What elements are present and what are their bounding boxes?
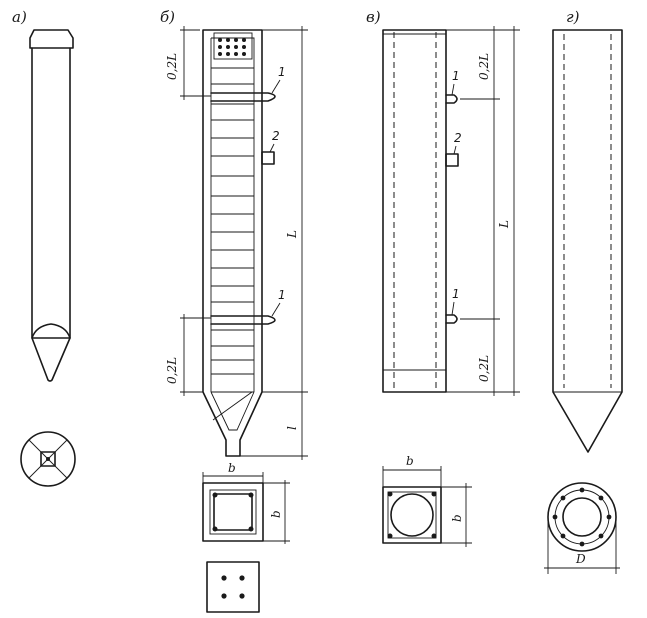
pile-b-upper-loop [210,92,276,102]
pile-v-dim-length-label: L [497,220,511,229]
pile-b-cage-right [211,37,255,392]
pile-b-callout-1-top: 1 [278,65,286,79]
panel-v: в) 1 2 1 0,2L L 0,2L [366,8,520,547]
pile-b-dim-length-label: L [285,230,299,239]
pile-b-anchor [261,151,275,165]
panel-a-label: а) [12,8,27,26]
panel-a: а) [12,8,76,487]
pile-a-tip [31,323,71,382]
pile-b-head-mesh [213,32,253,60]
pile-v-dim-top-label: 0,2L [477,53,491,80]
pile-b-lower-loop [210,315,276,325]
pile-v-callout-1-top: 1 [452,69,460,83]
panel-v-label: в) [366,8,381,26]
pile-b-stirrups [211,67,254,375]
pile-b-dim-right: L l [240,26,308,460]
pile-b-dim-tip-label: l [285,426,299,430]
pile-v-callout-2: 2 [454,131,462,145]
pile-v-section-height-label: b [450,514,464,522]
pile-a-cap [29,29,74,49]
pile-b-callout-2: 2 [272,129,280,143]
pile-b-dim-bottom-label: 0,2L [165,357,179,384]
pile-v-body [382,29,447,393]
pile-g-section: D [544,482,620,574]
pile-b-section: b b [202,461,290,544]
pile-b-callout-1-bottom: 1 [278,288,286,302]
pile-b-section-height-label: b [269,510,283,518]
pile-b-end-view [206,561,260,613]
pile-b-cage-tip [210,391,255,431]
pile-v-upper-loop [445,94,458,104]
pile-v-section: b b [382,454,472,547]
pile-b-dim-bottom: 0,2L [165,314,211,396]
pile-v-anchor [445,153,459,167]
panel-g: г) D [544,8,623,574]
pile-a-section [20,431,76,487]
pile-b-section-width-label: b [228,461,236,475]
pile-g-diameter-label: D [575,552,586,566]
panel-g-label: г) [566,8,580,26]
pile-b-dim-top: 0,2L [165,26,211,100]
panel-b-label: б) [160,8,175,26]
pile-b-dim-top-label: 0,2L [165,53,179,80]
panel-b: б) [160,8,308,613]
pile-g-body [552,29,623,453]
pile-v-callout-1-bottom: 1 [452,287,460,301]
pile-v-dim-bottom-label: 0,2L [477,355,491,382]
pile-v-section-width-label: b [406,454,414,468]
pile-a-shaft [31,47,71,339]
pile-v-dims: 0,2L L 0,2L [446,26,520,396]
pile-v-lower-loop [445,314,458,324]
